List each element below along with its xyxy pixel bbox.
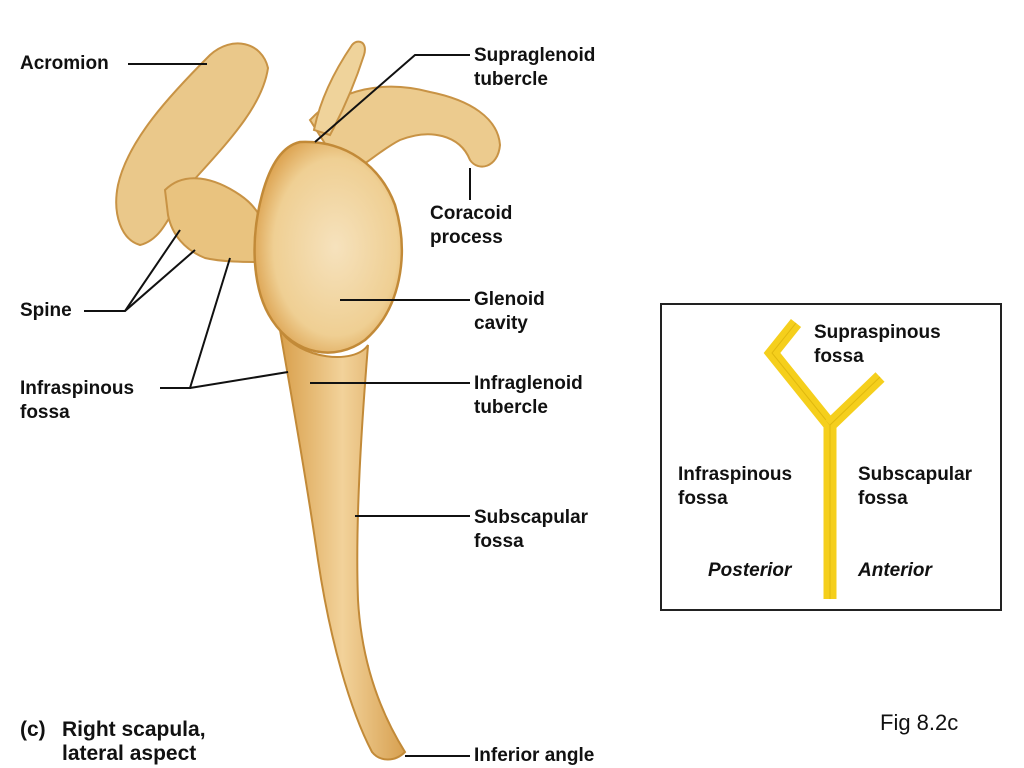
inset-subscapular: Subscapular fossa xyxy=(858,463,972,511)
label-line: tubercle xyxy=(474,397,548,418)
label-supraglenoid-tubercle: Supraglenoid tubercle xyxy=(474,44,595,92)
label-line: Infraspinous xyxy=(20,378,135,399)
label-line: tubercle xyxy=(474,69,548,90)
label-infraglenoid-tubercle: Infraglenoid tubercle xyxy=(474,372,583,420)
label-line: Glenoid xyxy=(474,289,545,310)
figure-reference: Fig 8.2c xyxy=(880,710,959,735)
label-inferior-angle: Inferior angle xyxy=(474,745,595,766)
leader-spine-b xyxy=(124,249,196,312)
caption-line-2: lateral aspect xyxy=(62,742,197,765)
label-line: Supraglenoid xyxy=(474,45,596,66)
label-glenoid-cavity: Glenoid cavity xyxy=(474,288,545,336)
leader-supraglenoid xyxy=(314,54,470,143)
coracoid-shape xyxy=(308,85,502,177)
inset-diagram: Supraspinous fossa Infraspinous fossa Su… xyxy=(660,303,1002,611)
label-acromion: Acromion xyxy=(20,53,109,74)
caption-text-1: Right scapula, xyxy=(62,718,206,741)
inset-supraspinous: Supraspinous fossa xyxy=(814,321,941,369)
figure-caption: (c) Right scapula, lateral aspect xyxy=(20,718,206,766)
lateral-border-shape xyxy=(279,329,407,761)
label-subscapular-fossa: Subscapular fossa xyxy=(474,506,588,554)
leader-lines xyxy=(84,54,471,757)
inset-infraspinous: Infraspinous fossa xyxy=(678,463,792,511)
label-spine: Spine xyxy=(20,300,72,321)
label-line: fossa xyxy=(678,488,728,509)
supraglenoid-stub xyxy=(312,40,366,137)
label-line: Infraspinous xyxy=(678,464,793,485)
label-infraspinous-fossa: Infraspinous fossa xyxy=(20,377,134,425)
label-line: fossa xyxy=(858,488,908,509)
glenoid-shape xyxy=(253,140,403,354)
caption-line-1: (c) Right scapula, xyxy=(20,718,206,742)
label-line: process xyxy=(430,227,503,248)
inset-anterior: Anterior xyxy=(858,560,932,581)
label-line: Supraspinous xyxy=(814,322,941,343)
inset-y-shape xyxy=(763,318,885,599)
leader-infraspinous-a xyxy=(160,257,231,389)
acromion-shape xyxy=(115,42,270,247)
inset-posterior: Posterior xyxy=(708,560,792,581)
label-line: fossa xyxy=(474,531,524,552)
label-line: Subscapular xyxy=(474,507,589,528)
label-line: Infraglenoid xyxy=(474,373,583,394)
label-line: fossa xyxy=(20,402,70,423)
label-line: cavity xyxy=(474,313,528,334)
leader-infraspinous-b xyxy=(189,371,289,389)
label-line: fossa xyxy=(814,346,864,367)
label-line: Subscapular xyxy=(858,464,973,485)
caption-prefix: (c) xyxy=(20,718,46,741)
label-coracoid-process: Coracoid process xyxy=(430,202,512,250)
label-line: Coracoid xyxy=(430,203,513,224)
spine-shape xyxy=(163,177,266,264)
